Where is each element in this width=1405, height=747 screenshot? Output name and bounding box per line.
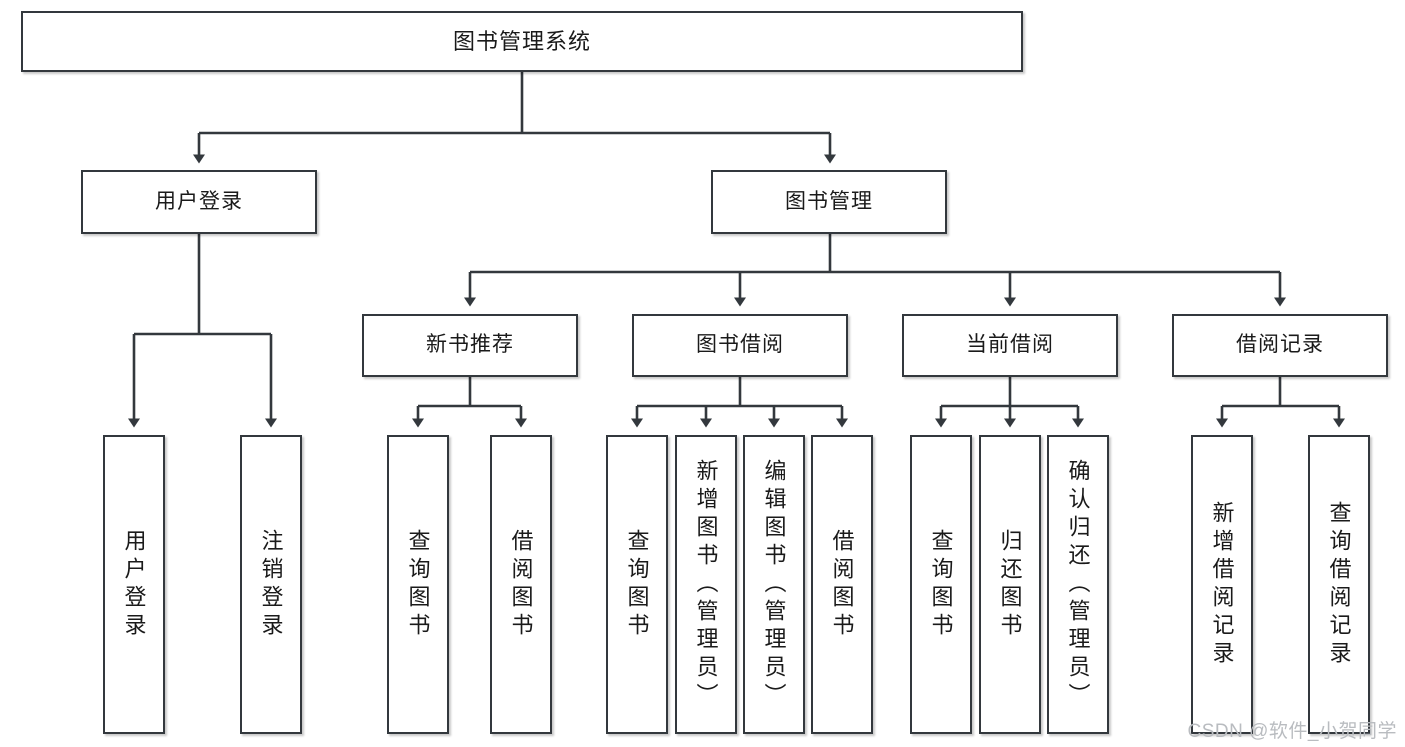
node-label: 查询图书 [928,528,954,641]
leaf-node-user-login[interactable]: 用户登录 [103,435,165,734]
leaf-node-logout[interactable]: 注销登录 [240,435,302,734]
leaf-node-borrow-book[interactable]: 借阅图书 [811,435,873,734]
node-label: 当前借阅 [966,333,1054,357]
node-borrow-record[interactable]: 借阅记录 [1172,314,1388,377]
leaf-node-add-borrow-record[interactable]: 新增借阅记录 [1191,435,1253,734]
node-label: 新增借阅记录 [1209,500,1235,669]
node-label: 注销登录 [258,528,284,641]
leaf-node-borrow-book-rec[interactable]: 借阅图书 [490,435,552,734]
node-label: 归还图书 [997,528,1023,641]
leaf-node-query-book-borrow[interactable]: 查询图书 [606,435,668,734]
node-label: 新增图书（管理员） [693,458,719,711]
node-book-manage[interactable]: 图书管理 [711,170,947,234]
node-user-login[interactable]: 用户登录 [81,170,317,234]
node-book-management-system[interactable]: 图书管理系统 [21,11,1023,72]
leaf-node-edit-book-admin[interactable]: 编辑图书（管理员） [743,435,805,734]
leaf-node-add-book-admin[interactable]: 新增图书（管理员） [675,435,737,734]
node-label: 图书借阅 [696,333,784,357]
node-label: 借阅记录 [1236,333,1324,357]
leaf-node-query-borrow-record[interactable]: 查询借阅记录 [1308,435,1370,734]
node-label: 借阅图书 [829,528,855,641]
node-label: 编辑图书（管理员） [761,458,787,711]
leaf-node-query-book-current[interactable]: 查询图书 [910,435,972,734]
node-label: 图书管理系统 [452,28,591,54]
leaf-node-return-book[interactable]: 归还图书 [979,435,1041,734]
node-label: 借阅图书 [508,528,534,641]
node-label: 用户登录 [121,528,147,641]
node-label: 查询借阅记录 [1326,500,1352,669]
node-label: 确认归还（管理员） [1065,458,1091,711]
node-label: 用户登录 [155,189,243,213]
node-label: 图书管理 [785,189,873,213]
node-label: 查询图书 [624,528,650,641]
node-new-book-recommendation[interactable]: 新书推荐 [362,314,578,377]
leaf-node-confirm-return-admin[interactable]: 确认归还（管理员） [1047,435,1109,734]
node-label: 新书推荐 [426,333,514,357]
node-book-borrow[interactable]: 图书借阅 [632,314,848,377]
node-current-borrow[interactable]: 当前借阅 [902,314,1118,377]
node-label: 查询图书 [405,528,431,641]
leaf-node-query-book-rec[interactable]: 查询图书 [387,435,449,734]
